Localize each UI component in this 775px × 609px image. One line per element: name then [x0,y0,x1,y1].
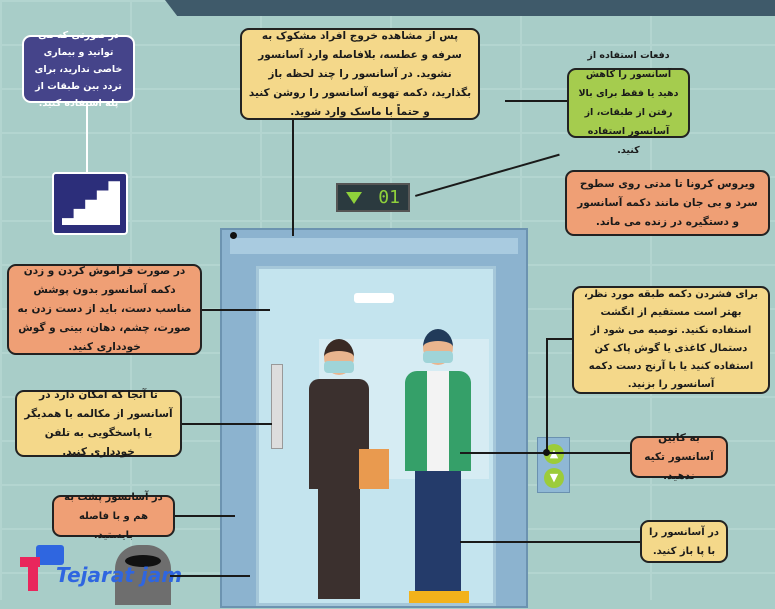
tip-reduce-use: دفعات استفاده از آسانسور را کاهش دهید یا… [567,50,690,156]
stairs-icon [52,172,128,235]
person-left [304,339,389,609]
tip-no-talk: تا آنجا که امکان دارد در آسانسور از مکال… [15,389,182,458]
down-button[interactable]: ▼ [544,468,564,488]
tejarat-jam-logo: Tejarat jam [20,545,182,595]
mask-icon [324,361,354,373]
tip-foot-door: در آسانسور را با پا باز کنید. [640,520,728,563]
tip-no-lean: به کابین آسانسور تکیه ندهید. [630,432,728,482]
tip-face-touch: در صورت فراموش کردن و زدن دکمه آسانسور ب… [7,264,202,355]
tip-exit-wait: پس از مشاهده خروج افراد مشکوک به سرفه و … [240,28,480,120]
mask-icon [423,351,453,363]
down-arrow-icon [346,191,363,204]
tip-surfaces: ویروس کرونا تا مدتی روی سطوح سرد و بی جا… [565,170,770,236]
cabin-button-panel [271,364,283,449]
floor-display: 01 [336,183,410,212]
elevator [220,228,528,608]
elevator-cabin [256,266,496,606]
ceiling-bar [165,0,775,16]
tip-buttons: برای فشردن دکمه طبقه مورد نظر، بهتر است … [572,286,770,394]
tip-stairs: در صورتی که می توانید و بیماری خاصی ندار… [22,30,135,109]
trash-can [115,545,171,605]
call-button-panel: ▲ ▼ [537,437,570,493]
tip-back-to-back: در آسانسور پشت به هم و با فاصله بایستید. [52,492,175,541]
ceiling-light [354,293,394,303]
person-right [399,329,479,609]
floor-number: 01 [378,187,400,208]
